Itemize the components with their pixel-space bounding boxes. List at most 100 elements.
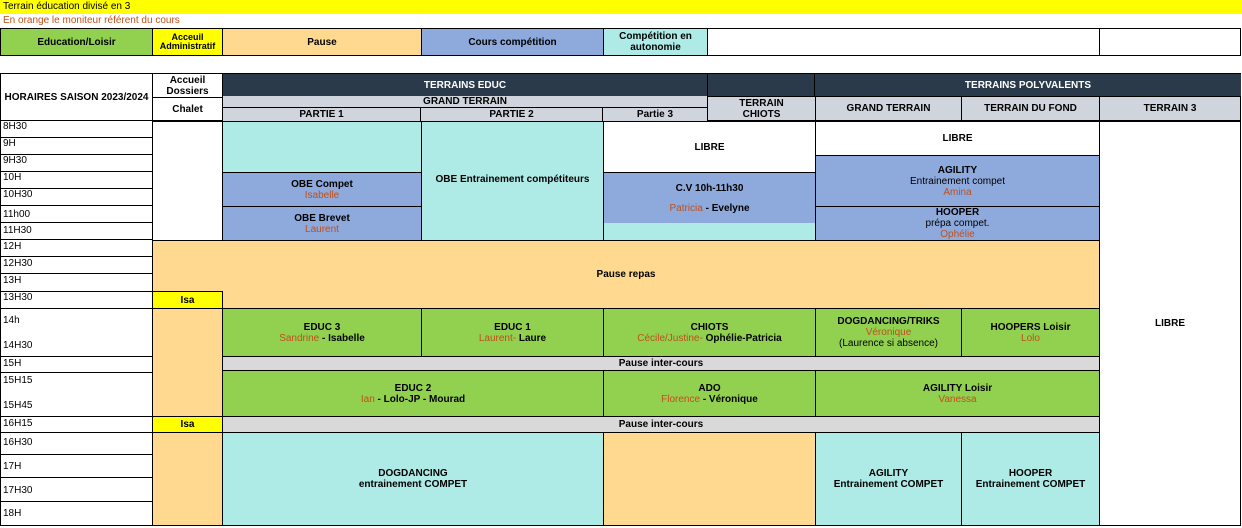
terrains-educ-header: TERRAINS EDUC [223, 74, 707, 96]
libre-partie3-block: LIBRE [603, 121, 816, 173]
chalet-morning [152, 121, 223, 241]
accueil-dossiers-header: Accueil Dossiers [152, 73, 223, 98]
obe-compet-title: OBE Compet [291, 178, 353, 190]
libre-poly-block: LIBRE [815, 121, 1100, 156]
ado-block: ADO Florence - Véronique [603, 370, 816, 417]
time-label: 9H [3, 138, 16, 149]
chalet-header: Chalet [152, 97, 223, 121]
isa-16h15: Isa [152, 416, 223, 433]
time-label: 17H [3, 461, 22, 472]
agility-compet2-title: AGILITY [868, 468, 909, 479]
chalet-afternoon-2 [152, 432, 223, 526]
agility-loisir-title: AGILITY Loisir [922, 382, 993, 394]
terrain-3-header: TERRAIN 3 [1099, 96, 1241, 121]
legend-note: En orange le moniteur référent du cours [3, 15, 180, 26]
time-label: 11H30 [3, 225, 32, 236]
legend-education: Education/Loisir [0, 28, 153, 56]
partie3-pause-afternoon [603, 432, 816, 526]
ado-title: ADO [698, 382, 721, 394]
obe-brevet-coach: Laurent [305, 223, 339, 235]
educ3-block: EDUC 3 Sandrine - Isabelle [222, 308, 422, 357]
time-label: 14h [3, 315, 20, 326]
educ3-title: EDUC 3 [303, 321, 341, 333]
partie-1-header: PARTIE 1 [223, 108, 421, 121]
hoopers-loisir-coach: Lolo [1021, 332, 1040, 344]
time-label: 18H [3, 508, 22, 519]
cv-coach: Patricia [669, 202, 703, 214]
chiots-other: Ophélie-Patricia [702, 332, 782, 344]
hooper-prep-sub: prépa compet. [925, 218, 990, 229]
agility-loisir-coach: Vanessa [938, 393, 977, 405]
educ2-title: EDUC 2 [394, 382, 432, 394]
legend-cours-competition: Cours compétition [421, 28, 604, 56]
chalet-afternoon-1 [152, 308, 223, 417]
time-label: 17H30 [3, 485, 33, 496]
ado-coach: Florence [661, 393, 701, 405]
legend-empty-2 [1099, 28, 1241, 56]
time-label: 12H30 [3, 258, 33, 269]
time-label: 16H30 [3, 437, 33, 448]
cv-title: C.V 10h-11h30 [675, 182, 744, 194]
educ2-other: - Lolo-JP - Mourad [374, 393, 466, 405]
agility-compet-title: AGILITY [937, 164, 978, 176]
dogdancing-triks-coach: Véronique [865, 327, 912, 338]
terrain-du-fond-header: TERRAIN DU FOND [961, 96, 1100, 121]
time-label: 8H30 [3, 121, 27, 132]
hooper-prep-title: HOOPER [935, 207, 980, 218]
time-label: 13H30 [3, 292, 33, 303]
partie-3-header: Partie 3 [603, 108, 707, 121]
legend-autonomie: Compétition en autonomie [603, 28, 708, 56]
time-column: 8H30 9H 9H30 10H 10H30 11h00 11H30 12H 1… [0, 121, 153, 526]
hoopers-loisir-block: HOOPERS Loisir Lolo [961, 308, 1100, 357]
chiots-title: CHIOTS [690, 321, 729, 333]
time-label: 10H [3, 172, 22, 183]
educ1-other: Laure [516, 332, 547, 344]
educ1-block: EDUC 1 Laurent- Laure [421, 308, 604, 357]
agility-compet2-sub: Entrainement COMPET [833, 479, 944, 490]
poly-grand-terrain-header: GRAND TERRAIN [815, 96, 962, 121]
time-label: 15H [3, 358, 22, 369]
time-label: 14H30 [3, 340, 33, 351]
partie-1-free-morning [222, 121, 422, 173]
hooper-compet-sub: Entrainement COMPET [975, 479, 1086, 490]
educ3-coach: Sandrine [279, 332, 320, 344]
partie3-free-late [603, 223, 816, 241]
pause-repas-block: Pause repas [152, 240, 1100, 309]
isa-13h30: Isa [152, 291, 223, 309]
hoopers-loisir-title: HOOPERS Loisir [990, 321, 1071, 333]
hooper-prep-block: HOOPER prépa compet. Ophélie [815, 206, 1100, 241]
page-title: Terrain éducation divisé en 3 [3, 1, 131, 12]
time-label: 13H [3, 275, 22, 286]
legend-accueil: Acceuil Administratif [152, 28, 223, 56]
educ3-other: - Isabelle [319, 332, 365, 344]
legend-pause: Pause [222, 28, 422, 56]
time-label: 11h00 [3, 209, 31, 220]
grand-terrain-educ-header: GRAND TERRAIN [223, 96, 707, 108]
header-gap [707, 74, 815, 96]
obe-compet-block: OBE Compet Isabelle [222, 172, 422, 207]
time-label: 12H [3, 241, 22, 252]
time-label: 15H15 [3, 375, 33, 386]
terrains-polyvalents-header: TERRAINS POLYVALENTS [815, 74, 1241, 96]
hooper-compet-title: HOOPER [1008, 468, 1053, 479]
time-label: 10H30 [3, 189, 33, 200]
partie-2-header: PARTIE 2 [421, 108, 603, 121]
obe-entrainement-block: OBE Entrainement compétiteurs [421, 121, 604, 241]
dogdancing-triks-title: DOGDANCING/TRIKS [837, 316, 940, 327]
obe-brevet-block: OBE Brevet Laurent [222, 206, 422, 241]
time-label: 9H30 [3, 155, 27, 166]
title-banner: Terrain éducation divisé en 3 [0, 0, 1242, 14]
agility-loisir-block: AGILITY Loisir Vanessa [815, 370, 1100, 417]
ado-other: - Véronique [700, 393, 758, 405]
hooper-compet-block: HOOPER Entrainement COMPET [961, 432, 1100, 526]
chiots-block: CHIOTS Cécile/Justine- Ophélie-Patricia [603, 308, 816, 357]
agility-compet-block: AGILITY Entrainement compet Amina [815, 155, 1100, 207]
time-label: 15H45 [3, 400, 33, 411]
cv-block: C.V 10h-11h30 Patricia - Evelyne [603, 172, 816, 224]
obe-brevet-title: OBE Brevet [294, 212, 350, 224]
agility-compet-coach: Amina [943, 186, 972, 198]
libre-terrain3-block: LIBRE [1099, 121, 1241, 526]
terrain-chiots-header: TERRAIN CHIOTS [707, 96, 816, 121]
educ1-coach: Laurent- [478, 332, 517, 344]
obe-compet-coach: Isabelle [304, 189, 340, 201]
